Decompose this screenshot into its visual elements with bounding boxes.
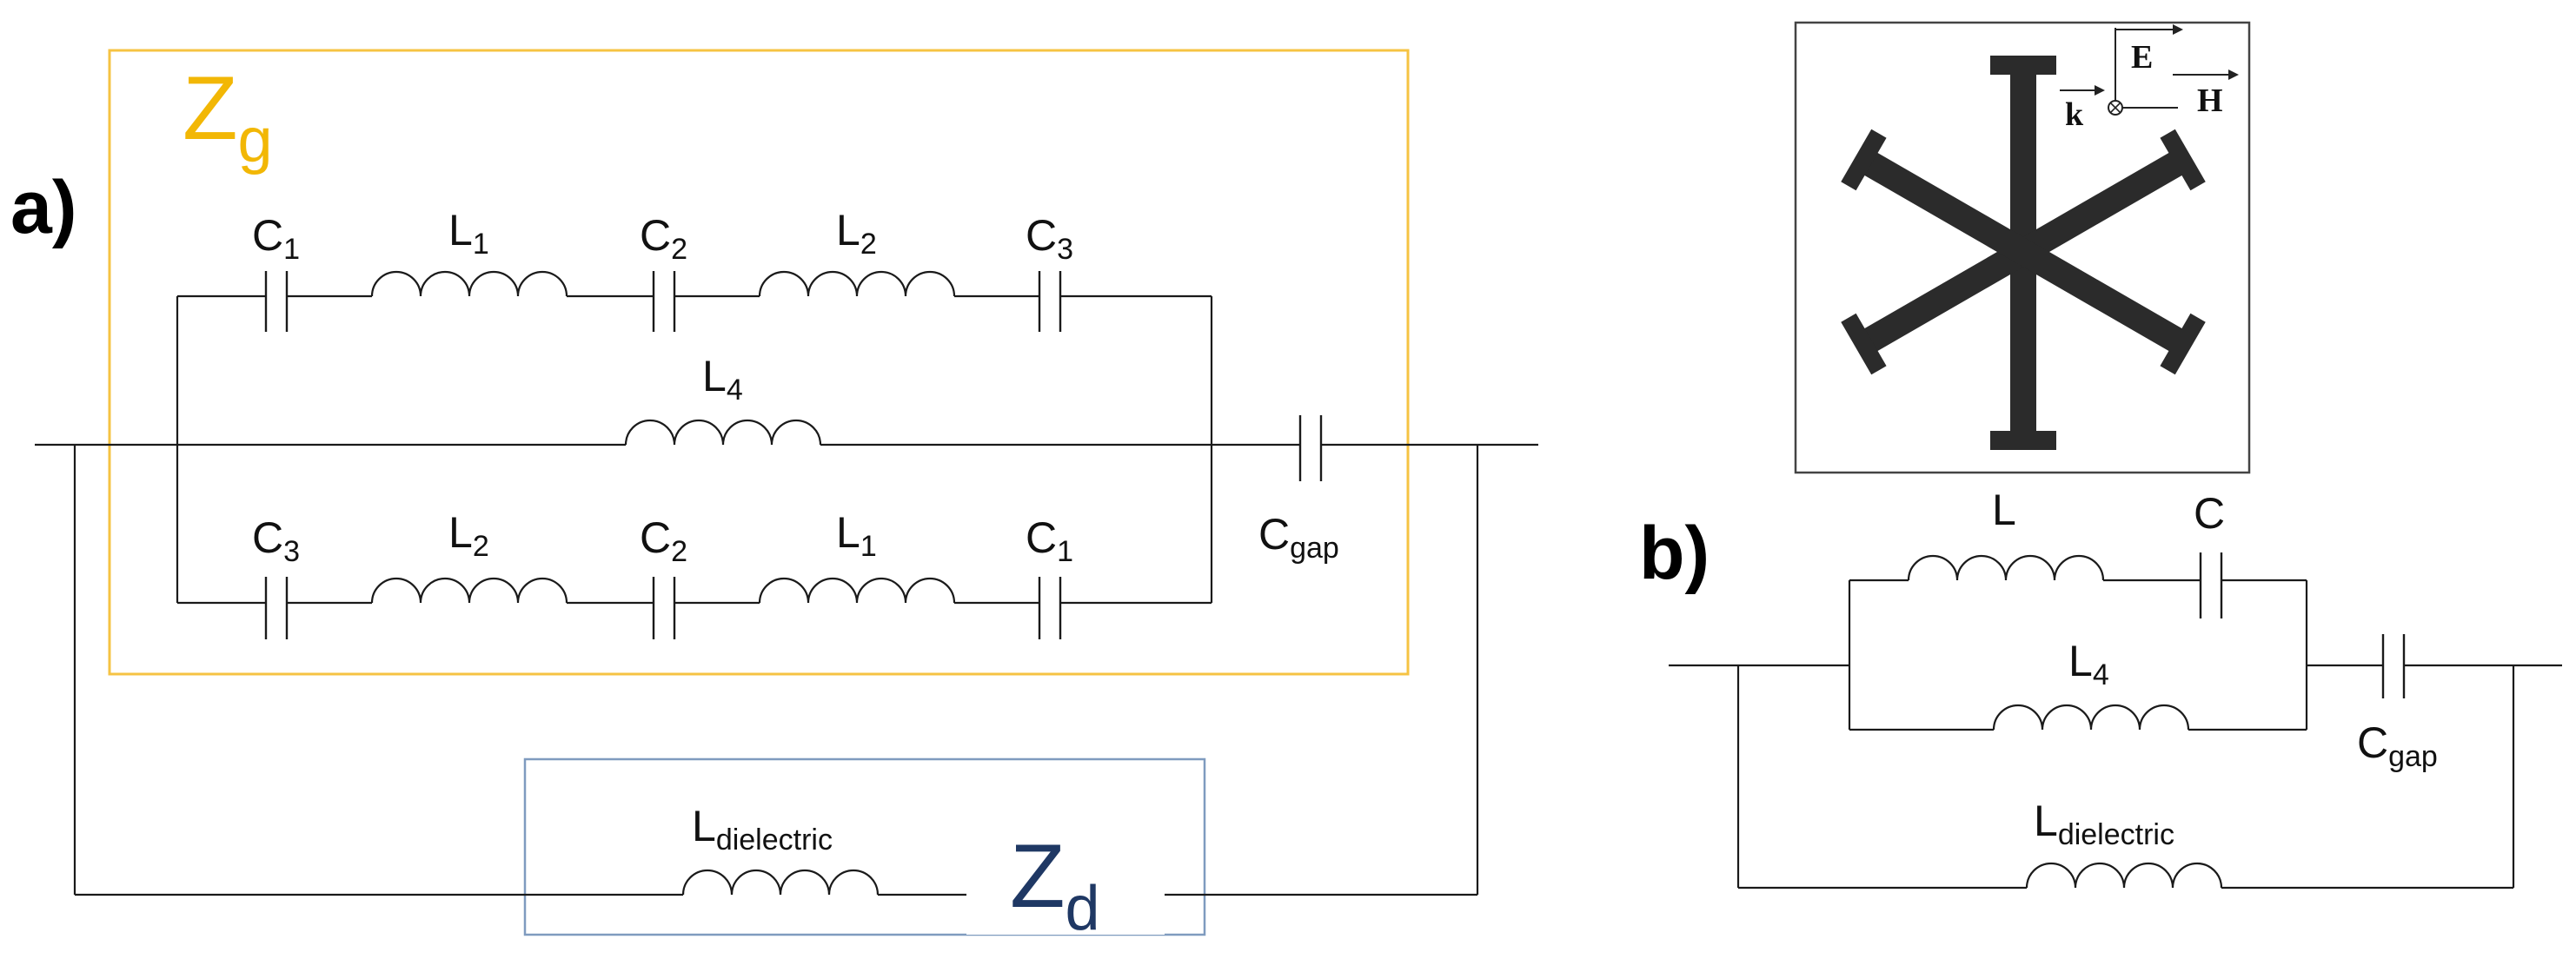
label-l2-top: L2 [836,206,877,261]
k-vector-label: k [2065,96,2084,133]
label-cgap-b: Cgap [2357,718,2438,773]
inductor-l1-top [370,270,568,297]
circuit-b-wires [1669,579,2562,890]
field-axes [2060,24,2239,116]
zd-box [523,757,1206,936]
panel-a-label: a) [10,166,76,249]
label-ldielectric-a: Ldielectric [692,802,833,856]
label-c2-top: C2 [640,211,687,266]
inductor-ldielectric-b [2025,862,2223,889]
label-l2-bottom: L2 [448,508,489,563]
label-ldielectric-b: Ldielectric [2034,797,2174,851]
panel-b-label: b) [1639,512,1710,595]
outer-loop [73,445,1479,896]
inductor-l2-top [758,270,956,297]
inductor-l2-bottom [370,577,568,604]
zd-label: Zd [1010,826,1100,943]
label-c3-bottom: C3 [252,513,300,568]
inductor-l1-bottom [758,577,956,604]
label-l1-top: L1 [448,206,489,261]
label-l4: L4 [702,352,743,407]
inductor-l-b [1907,554,2105,581]
inductor-l4-b [1992,704,2190,731]
h-field-label: H [2197,83,2223,119]
capacitor-c1-bottom [1038,577,1062,639]
capacitor-cgap-b [2381,634,2406,698]
capacitor-c2-bottom [652,577,676,639]
zg-label: Zg [183,58,273,175]
inductor-ldielectric-a [681,869,880,896]
e-field-label: E [2131,39,2153,76]
zd-label-backing [966,860,1165,935]
label-l4-b: L4 [2068,637,2109,691]
label-c2-bottom: C2 [640,513,687,568]
capacitor-c3-bottom [264,577,289,639]
inductor-l4 [624,419,822,446]
label-l-b: L [1992,486,2016,534]
label-c3-top: C3 [1026,211,1073,266]
label-c1-bottom: C1 [1026,513,1073,568]
meta-atom-star [1841,56,2206,450]
capacitor-c-b [2199,552,2223,618]
label-c-b: C [2194,489,2225,538]
zg-box [108,49,1410,676]
capacitor-cgap [1298,415,1323,481]
capacitor-c2-top [652,271,676,332]
capacitor-c1-top [264,271,289,332]
label-l1-bottom: L1 [836,508,877,563]
capacitor-c3-top [1038,271,1062,332]
label-cgap-a: Cgap [1258,510,1339,565]
label-c1-top: C1 [252,211,300,266]
